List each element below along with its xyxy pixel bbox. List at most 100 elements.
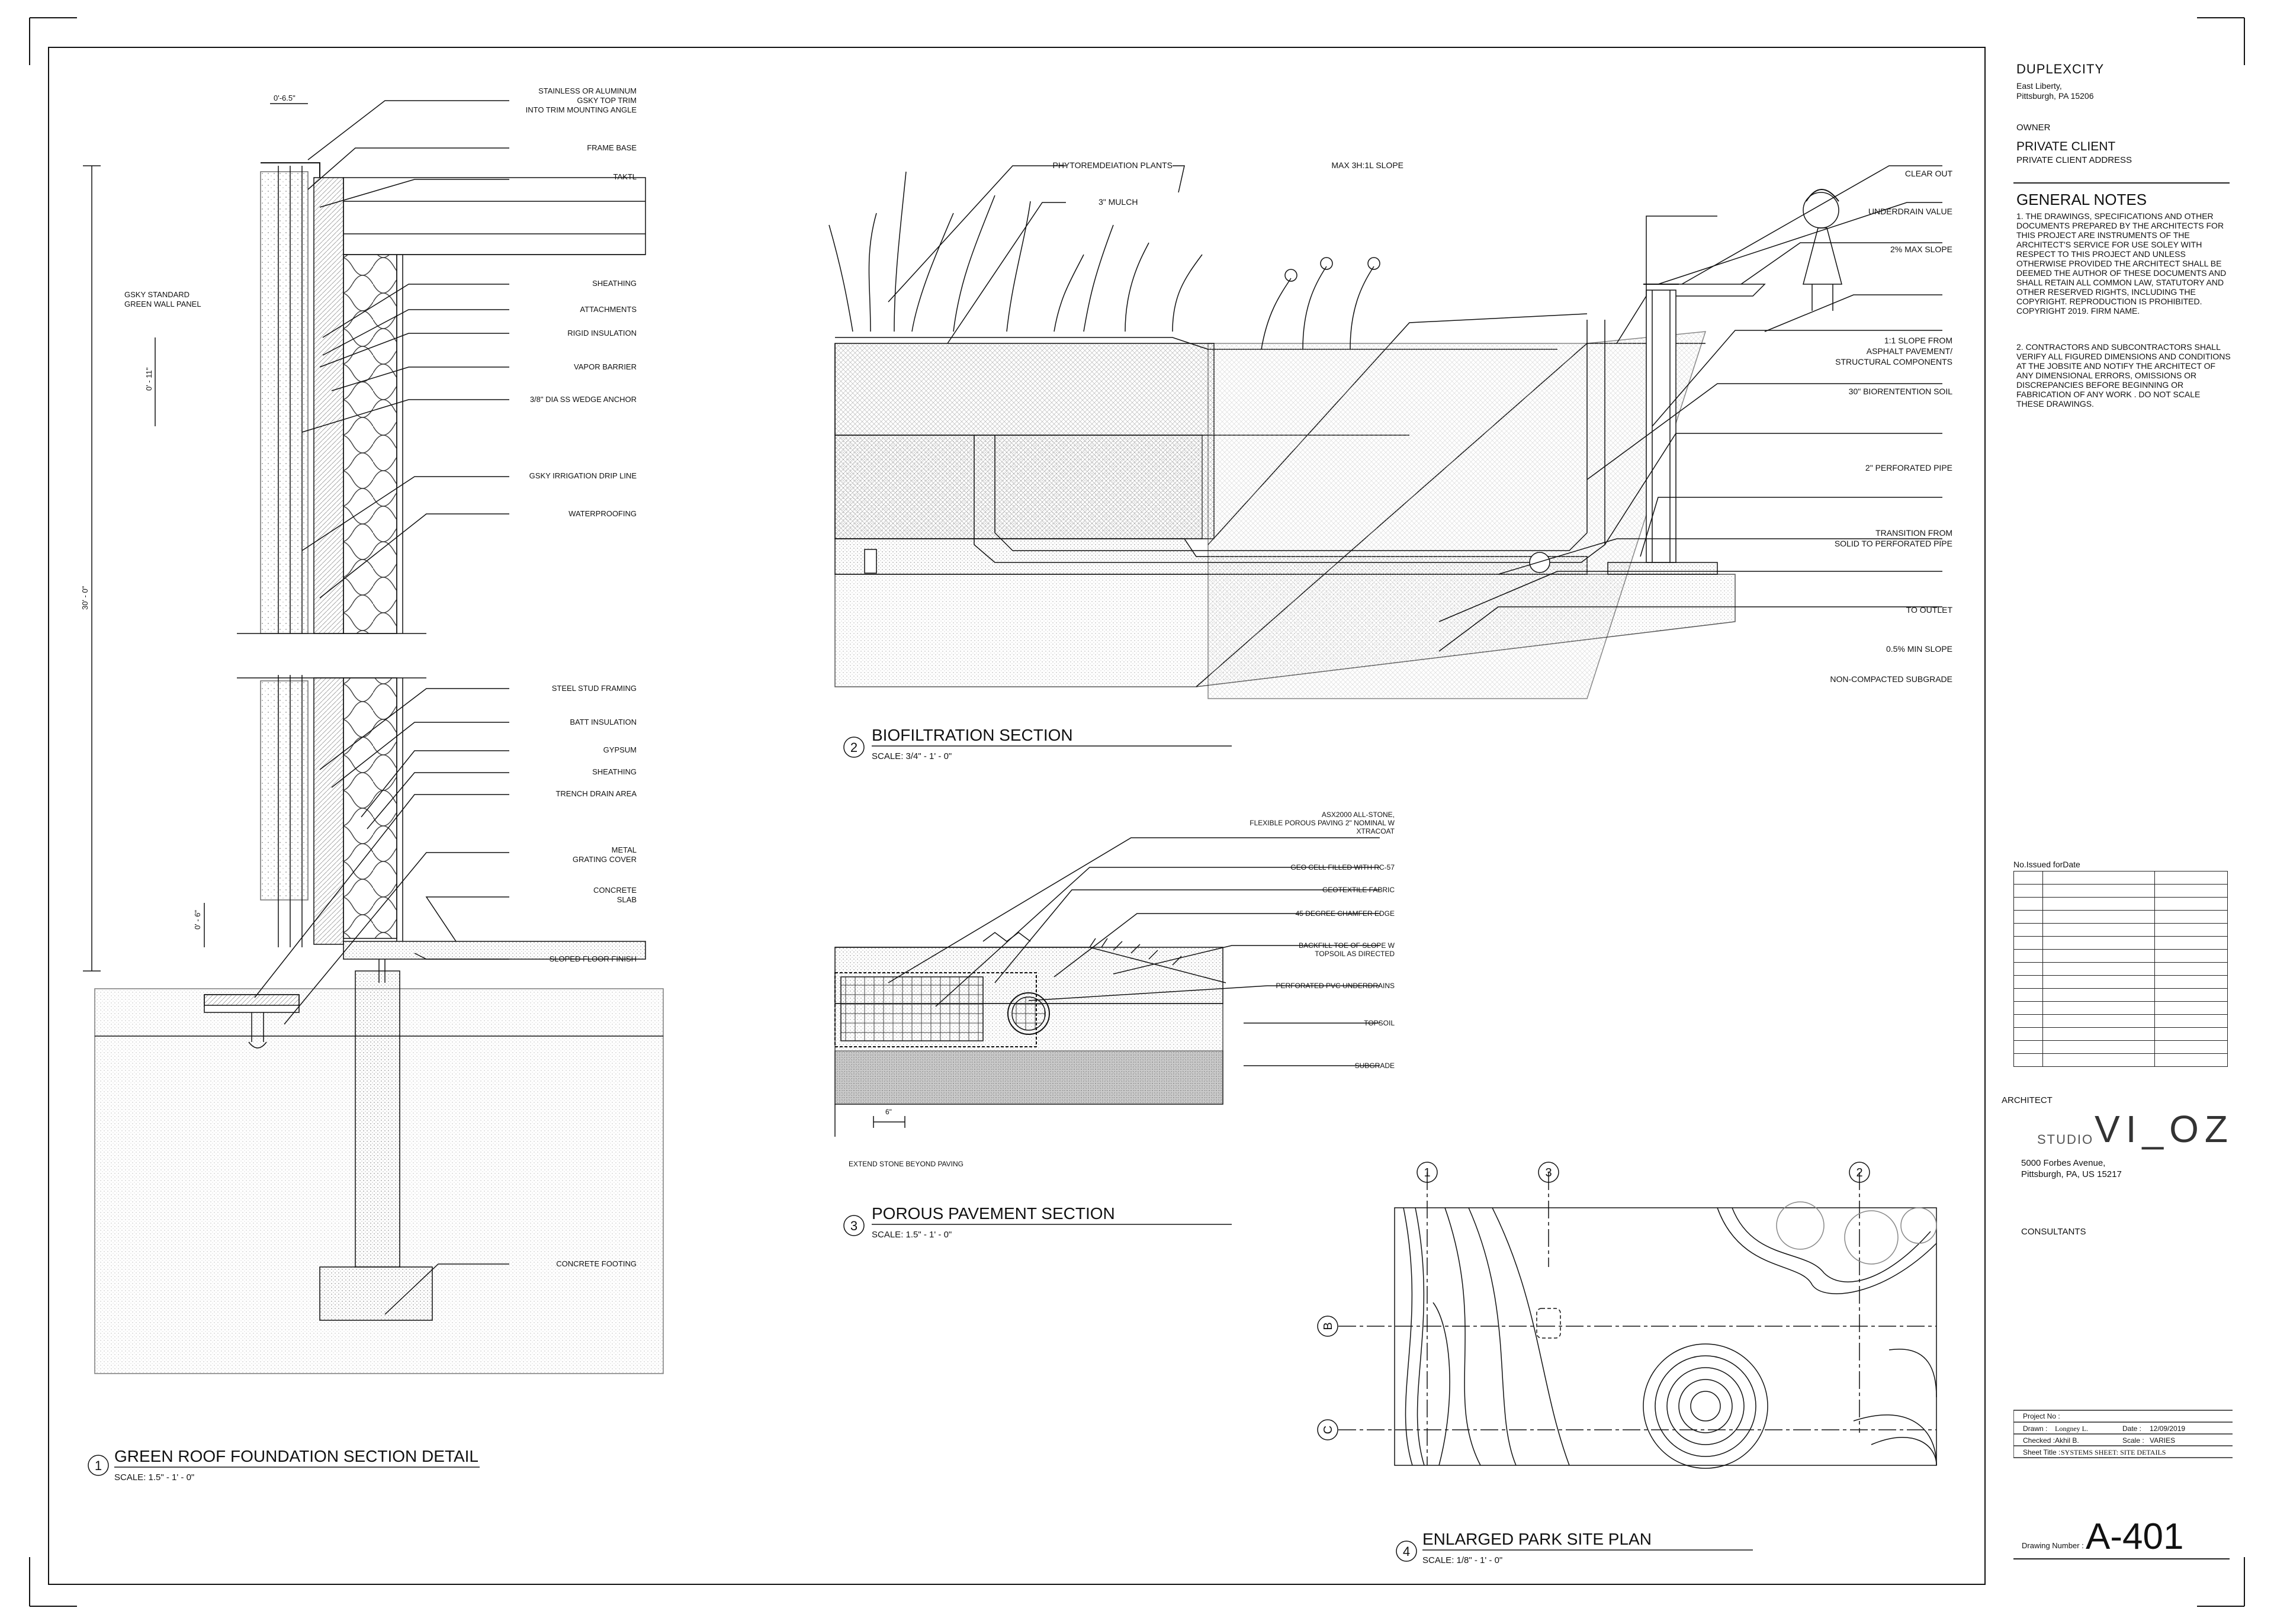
architect-firm-prefix: STUDIO: [2037, 1132, 2094, 1147]
detail-1-drawing: STAINLESS OR ALUMINUM GSKY TOP TRIM INTO…: [81, 86, 664, 1480]
project-address-2: Pittsburgh, PA 15206: [2016, 91, 2094, 101]
d2-number: 2: [850, 740, 857, 755]
d3-label-8: PERFORATED PVC UNDERDRAINS: [1276, 982, 1395, 990]
d4-grid-col-3: 3: [1545, 1166, 1552, 1179]
d1-label-12: STEEL STUD FRAMING: [552, 684, 637, 693]
d2-label-right-5: STRUCTURAL COMPONENTS: [1835, 357, 1952, 366]
d1-label-15: SHEATHING: [592, 767, 637, 776]
d2-label-top-1: 3" MULCH: [1099, 197, 1138, 207]
d2-title: BIOFILTRATION SECTION: [872, 726, 1073, 744]
d3-dim: 6": [885, 1108, 892, 1116]
d3-label-7: TOPSOIL AS DIRECTED: [1315, 950, 1395, 958]
d2-label-right-1: UNDERDRAIN VALUE: [1868, 207, 1952, 216]
checked-label: Checked :: [2023, 1436, 2055, 1445]
d1-panel-label-2: GREEN WALL PANEL: [124, 300, 201, 308]
sheet-info-frame: [2013, 1410, 2233, 1458]
scale-value: VARIES: [2150, 1436, 2176, 1445]
d4-grid-col-2: 2: [1856, 1166, 1862, 1179]
d2-number-bubble: [843, 737, 865, 758]
d3-title: POROUS PAVEMENT SECTION: [872, 1204, 1115, 1223]
d1-label-19: CONCRETE: [593, 886, 637, 895]
d1-label-18: GRATING COVER: [573, 855, 637, 864]
drawn-label: Drawn :: [2023, 1424, 2048, 1433]
d2-label-right-3: 1:1 SLOPE FROM: [1884, 336, 1952, 345]
d1-label-6: ATTACHMENTS: [580, 305, 637, 314]
d1-label-14: GYPSUM: [603, 745, 637, 754]
sheet-title-value: SYSTEMS SHEET: SITE DETAILS: [2061, 1448, 2166, 1456]
d3-label-9: TOPSOIL: [1364, 1019, 1395, 1027]
d1-label-22: CONCRETE FOOTING: [556, 1259, 637, 1268]
drawing-number: A-401: [2086, 1516, 2184, 1557]
d3-number: 3: [850, 1218, 857, 1233]
d1-dim-top: 0'-6.5": [274, 94, 296, 102]
d2-label-right-12: NON-COMPACTED SUBGRADE: [1830, 674, 1952, 684]
issued-table: [2013, 871, 2228, 1067]
owner-name: PRIVATE CLIENT: [2016, 140, 2116, 153]
project-address-1: East Liberty,: [2016, 81, 2062, 91]
d2-scale: SCALE: 3/4" - 1' - 0": [872, 751, 952, 761]
d1-dim-bottom: 0' - 6": [193, 910, 202, 930]
d4-number-bubble: [1396, 1541, 1417, 1562]
d2-label-right-9: SOLID TO PERFORATED PIPE: [1835, 539, 1952, 548]
issued-table-header: No.Issued forDate: [2013, 860, 2080, 869]
d3-dim-note: EXTEND STONE BEYOND PAVING: [849, 1160, 963, 1168]
d1-dim-height: 30' - 0": [81, 586, 89, 610]
d1-title: GREEN ROOF FOUNDATION SECTION DETAIL: [114, 1447, 478, 1465]
date-label: Date :: [2122, 1424, 2142, 1433]
d2-label-right-7: 2" PERFORATED PIPE: [1865, 463, 1952, 472]
d3-label-10: SUBGRADE: [1355, 1062, 1395, 1070]
d1-label-11: WATERPROOFING: [568, 509, 637, 518]
scale-label: Scale :: [2122, 1436, 2144, 1445]
d3-label-2: XTRACOAT: [1357, 827, 1395, 835]
d3-label-3: GEO CELL FILLED WITH RC-57: [1290, 863, 1395, 872]
d3-label-0: ASX2000 ALL-STONE,: [1322, 811, 1395, 819]
d3-scale: SCALE: 1.5" - 1' - 0": [872, 1230, 952, 1240]
general-notes-2: 2. CONTRACTORS AND SUBCONTRACTORS SHALL …: [2016, 342, 2231, 409]
detail-2-drawing: PHYTOREMDEIATION PLANTS 3" MULCH MAX 3H:…: [828, 160, 1953, 761]
architect-logo: VI_OZ: [2095, 1108, 2234, 1150]
owner-label: OWNER: [2016, 123, 2051, 133]
d2-label-right-10: TO OUTLET: [1906, 605, 1953, 615]
d1-label-3: FRAME BASE: [587, 143, 637, 152]
d1-label-0: STAINLESS OR ALUMINUM: [538, 86, 637, 95]
owner-address: PRIVATE CLIENT ADDRESS: [2016, 155, 2132, 165]
d1-label-20: SLAB: [617, 895, 637, 904]
d3-label-4: GEOTEXTILE FABRIC: [1322, 886, 1395, 894]
d3-label-1: FLEXIBLE POROUS PAVING 2" NOMINAL W: [1250, 819, 1395, 827]
consultants-label: CONSULTANTS: [2021, 1227, 2086, 1237]
d1-number: 1: [95, 1458, 102, 1473]
d4-grid-row-b: B: [1322, 1322, 1335, 1330]
project-name: DUPLEXCITY: [2016, 62, 2105, 76]
d3-number-bubble: [843, 1215, 865, 1236]
d4-grid-col-1: 1: [1424, 1166, 1430, 1179]
d1-label-17: METAL: [612, 845, 637, 854]
d1-panel-label-1: GSKY STANDARD: [124, 290, 190, 299]
d1-dim-panel: 0' - 11": [144, 367, 153, 391]
d2-label-right-11: 0.5% MIN SLOPE: [1886, 644, 1952, 654]
drawing-number-divider: [2013, 1558, 2230, 1559]
architect-address-1: 5000 Forbes Avenue,: [2021, 1158, 2106, 1168]
d1-scale: SCALE: 1.5" - 1' - 0": [114, 1472, 194, 1480]
d4-grid-row-c: C: [1322, 1426, 1335, 1434]
d1-label-5: SHEATHING: [592, 279, 637, 288]
architect-label: ARCHITECT: [2002, 1095, 2053, 1105]
d4-title: ENLARGED PARK SITE PLAN: [1422, 1530, 1652, 1548]
architect-address-2: Pittsburgh, PA, US 15217: [2021, 1169, 2122, 1179]
detail-3-drawing: ASX2000 ALL-STONE, FLEXIBLE POROUS PAVIN…: [834, 811, 1395, 1240]
d1-label-8: VAPOR BARRIER: [574, 362, 637, 371]
d3-label-6: BACKFILL TOE OF SLOPE W: [1299, 941, 1395, 950]
d2-label-right-8: TRANSITION FROM: [1875, 528, 1952, 538]
d2-label-right-0: CLEAR OUT: [1905, 169, 1953, 178]
general-notes-title: GENERAL NOTES: [2016, 191, 2147, 208]
d1-label-16: TRENCH DRAIN AREA: [555, 789, 637, 798]
d2-label-right-2: 2% MAX SLOPE: [1890, 245, 1952, 254]
owner-divider: [2013, 182, 2230, 184]
d2-label-right-4: ASPHALT PAVEMENT/: [1867, 346, 1952, 356]
d1-number-bubble: [88, 1455, 109, 1476]
date-value: 12/09/2019: [2150, 1424, 2186, 1433]
d1-label-21: SLOPED FLOOR FINISH: [550, 954, 637, 963]
d1-label-2: INTO TRIM MOUNTING ANGLE: [526, 105, 637, 114]
d2-label-right-6: 30" BIORENTENTION SOIL: [1849, 387, 1953, 396]
d3-label-5: 45 DEGREE CHAMFER EDGE: [1296, 909, 1395, 918]
